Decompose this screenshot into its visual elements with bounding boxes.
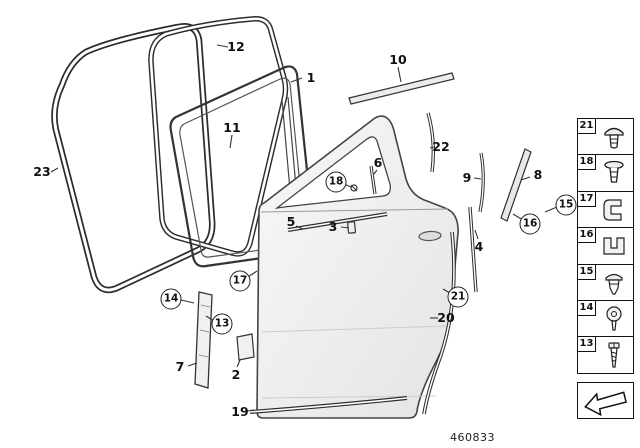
callout-15[interactable]: 15 <box>555 194 577 216</box>
tapping-screw-icon <box>608 342 620 369</box>
callout-14[interactable]: 14 <box>160 288 182 310</box>
callout-22[interactable]: 22 <box>432 138 450 154</box>
legend-item-18[interactable]: 18 <box>577 154 634 193</box>
expanding-rivet-icon <box>604 161 624 184</box>
part-number: 460833 <box>450 431 495 444</box>
legend-number: 15 <box>578 264 596 280</box>
retainer-clip-icon <box>606 306 622 331</box>
rear-edge-protection-20 <box>422 231 456 415</box>
legend-number: 13 <box>578 337 596 353</box>
upper-trim-strip-10 <box>348 72 455 105</box>
fastener-legend: 21 18 17 16 <box>577 118 634 420</box>
direction-arrow-icon <box>583 391 627 417</box>
vertical-trim-strip-4 <box>468 206 478 293</box>
window-frame-seal-12 <box>148 16 289 257</box>
legend-number: 18 <box>578 155 596 171</box>
pillar-trim-strip-8 <box>500 148 532 222</box>
legend-item-21[interactable]: 21 <box>577 118 634 156</box>
callout-10[interactable]: 10 <box>389 51 407 67</box>
legend-item-direction-arrow[interactable] <box>577 382 634 420</box>
legend-item-13[interactable]: 13 <box>577 336 634 375</box>
door-handle <box>418 230 442 242</box>
callout-11[interactable]: 11 <box>223 119 241 135</box>
callout-21[interactable]: 21 <box>447 286 469 308</box>
callout-2[interactable]: 2 <box>231 366 241 382</box>
callout-1[interactable]: 1 <box>306 69 316 85</box>
callout-19[interactable]: 19 <box>231 403 249 419</box>
callout-3[interactable]: 3 <box>328 218 338 234</box>
legend-item-15[interactable]: 15 <box>577 263 634 302</box>
callout-16[interactable]: 16 <box>519 213 541 235</box>
callout-12[interactable]: 12 <box>227 38 245 54</box>
callout-8[interactable]: 8 <box>533 166 543 182</box>
front-edge-finisher-7 <box>194 291 213 389</box>
callout-5[interactable]: 5 <box>286 213 296 229</box>
leader-lines <box>50 44 558 412</box>
grommet-icon <box>605 273 623 295</box>
callout-20[interactable]: 20 <box>437 309 455 325</box>
door-opening-seal-23 <box>51 23 216 294</box>
callout-7[interactable]: 7 <box>175 358 185 374</box>
callout-17[interactable]: 17 <box>229 270 251 292</box>
spring-clip-icon <box>603 199 622 221</box>
callout-4[interactable]: 4 <box>474 238 484 254</box>
legend-number: 17 <box>578 191 596 207</box>
callout-23[interactable]: 23 <box>33 163 51 179</box>
cover-bracket-2 <box>236 333 255 361</box>
guide-strip-6 <box>369 165 377 195</box>
legend-item-17[interactable]: 17 <box>577 190 634 229</box>
legend-number: 14 <box>578 301 596 317</box>
callout-13[interactable]: 13 <box>211 313 233 335</box>
inner-belt-strip-5 <box>287 212 388 232</box>
clamp-bracket-icon <box>603 237 625 255</box>
screw-fixing-18 <box>350 184 358 192</box>
legend-item-14[interactable]: 14 <box>577 300 634 339</box>
legend-number: 21 <box>578 119 596 134</box>
legend-number: 16 <box>578 228 596 244</box>
callout-18[interactable]: 18 <box>325 171 347 193</box>
callout-9[interactable]: 9 <box>462 169 472 185</box>
push-rivet-icon <box>604 127 624 149</box>
legend-item-16[interactable]: 16 <box>577 227 634 266</box>
callout-6[interactable]: 6 <box>373 154 383 170</box>
rear-edge-strip-9 <box>478 152 485 213</box>
channel-strip-22 <box>426 112 436 173</box>
sill-strip-19 <box>249 396 408 414</box>
